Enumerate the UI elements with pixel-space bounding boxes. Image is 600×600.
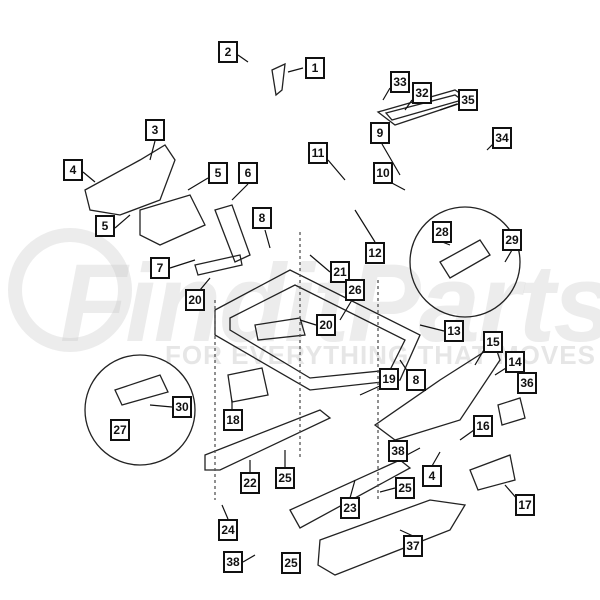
detail-circle-upper: [409, 206, 521, 318]
callout-7: 7: [150, 257, 170, 279]
control-module-part: [227, 367, 269, 403]
switch-cover-part: [469, 454, 516, 491]
callout-22: 22: [240, 472, 260, 494]
callout-4: 4: [63, 159, 83, 181]
lever-part: [271, 62, 286, 97]
callout-10: 10: [373, 162, 393, 184]
callout-15: 15: [483, 331, 503, 353]
lower-shield-part: [317, 499, 467, 576]
motor-detail-part: [439, 239, 491, 279]
callout-30: 30: [172, 396, 192, 418]
seat-frame-part: [214, 269, 421, 391]
callout-4: 4: [422, 465, 442, 487]
callout-26: 26: [345, 279, 365, 301]
callout-38: 38: [388, 440, 408, 462]
callout-5: 5: [208, 162, 228, 184]
watermark-ring: [8, 228, 132, 352]
motor-detail-part-2: [114, 374, 169, 406]
callout-25: 25: [395, 477, 415, 499]
callout-1: 1: [305, 57, 325, 79]
cover-part: [497, 397, 526, 426]
callout-34: 34: [492, 127, 512, 149]
callout-20: 20: [316, 314, 336, 336]
leader-lines: [82, 54, 519, 563]
callout-32: 32: [412, 82, 432, 104]
detail-circle-lower: [84, 354, 196, 466]
callout-24: 24: [218, 519, 238, 541]
callout-25: 25: [275, 467, 295, 489]
track-bar-left: [204, 409, 332, 471]
callout-33: 33: [390, 71, 410, 93]
track-bar-right: [289, 459, 412, 529]
callout-9: 9: [370, 122, 390, 144]
bracket-part: [139, 194, 206, 246]
callout-2: 2: [218, 41, 238, 63]
callout-20: 20: [185, 289, 205, 311]
callout-29: 29: [502, 229, 522, 251]
motor-part: [254, 317, 306, 341]
callout-38: 38: [223, 551, 243, 573]
callout-28: 28: [432, 221, 452, 243]
callout-3: 3: [145, 119, 165, 141]
callout-23: 23: [340, 497, 360, 519]
recliner-handle-part: [214, 204, 251, 263]
callout-12: 12: [365, 242, 385, 264]
callout-5: 5: [95, 215, 115, 237]
callout-14: 14: [505, 351, 525, 373]
callout-6: 6: [238, 162, 258, 184]
side-shield-part: [84, 144, 176, 216]
callout-35: 35: [458, 89, 478, 111]
callout-13: 13: [444, 320, 464, 342]
callout-8: 8: [406, 369, 426, 391]
callout-19: 19: [379, 368, 399, 390]
callout-11: 11: [308, 142, 328, 164]
callout-21: 21: [330, 261, 350, 283]
callout-17: 17: [515, 494, 535, 516]
callout-25: 25: [281, 552, 301, 574]
callout-27: 27: [110, 419, 130, 441]
rod-part: [194, 254, 243, 276]
fastener-axes: [214, 232, 379, 500]
callout-16: 16: [473, 415, 493, 437]
callout-36: 36: [517, 372, 537, 394]
callout-18: 18: [223, 409, 243, 431]
callout-8: 8: [252, 207, 272, 229]
callout-37: 37: [403, 535, 423, 557]
